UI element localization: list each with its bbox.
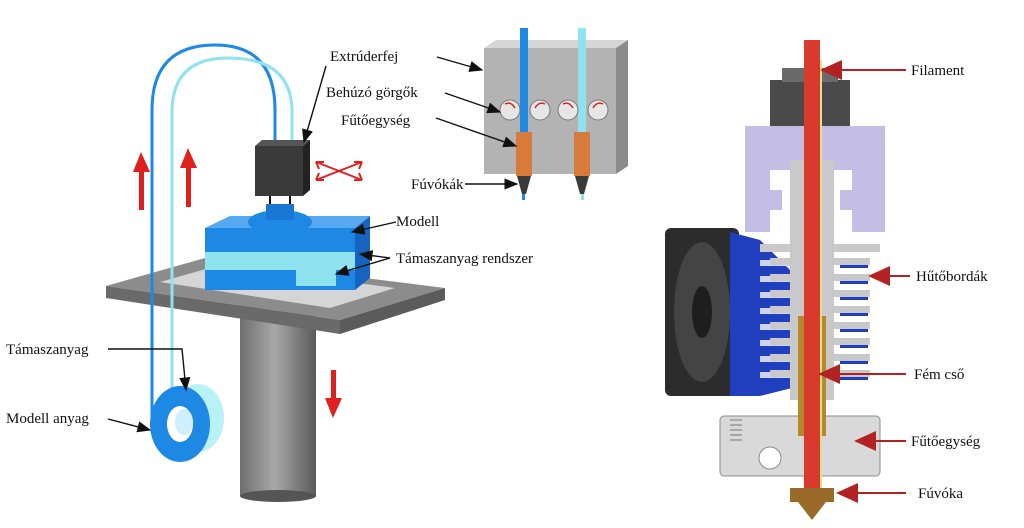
filament-core (804, 40, 820, 500)
vertical-motion-arrows (133, 148, 342, 418)
support-filament-tube (170, 56, 294, 410)
label-drive-rollers: Behúzó görgők (326, 85, 418, 101)
support-column (240, 300, 316, 496)
label-filament: Filament (911, 63, 965, 79)
mount-block (745, 126, 885, 232)
label-metal-tube: Fém cső (914, 367, 964, 383)
printer-illustration (106, 43, 445, 502)
label-cooling-fins: Hűtőbordák (916, 269, 988, 285)
drive-roller-icons (499, 99, 609, 121)
model-filament-tube (150, 43, 277, 420)
label-support-material: Támaszanyag (6, 342, 89, 358)
hotend-illustration (665, 40, 885, 520)
nozzle (790, 488, 834, 502)
label-heater-left: Fűtőegység (341, 113, 411, 129)
label-heater-right: Fűtőegység (911, 434, 981, 450)
heater-block-left (516, 132, 532, 176)
label-support-system: Támaszanyag rendszer (396, 251, 533, 267)
model-dome (248, 210, 312, 234)
label-model: Modell (396, 214, 439, 230)
label-nozzle: Fúvóka (918, 486, 963, 502)
xy-motion-arrows (315, 161, 363, 181)
left-leader-lines (107, 56, 519, 433)
extruder-inset (484, 28, 628, 200)
nozzle-left (517, 176, 531, 194)
label-nozzles: Fúvókák (411, 177, 464, 193)
right-leader-lines (818, 60, 910, 503)
nozzle-right (575, 176, 589, 194)
label-extruder-head: Extrúderfej (330, 49, 398, 65)
extruder-head-box (255, 146, 303, 196)
label-model-material: Modell anyag (6, 411, 89, 427)
filament-spool (150, 384, 224, 462)
heater-block-right (574, 132, 590, 176)
